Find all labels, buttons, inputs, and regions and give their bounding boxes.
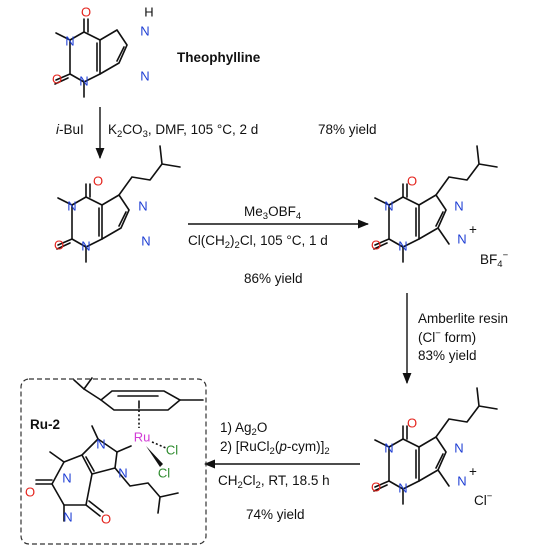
oxygen-atom: O xyxy=(93,173,103,188)
step2-conditions: Me3OBF4 Cl(CH2)2Cl, 105 °C, 1 d 86% yiel… xyxy=(188,204,328,286)
nitrogen-atom: N xyxy=(140,68,149,83)
nitrogen-atom: N xyxy=(63,509,72,524)
nitrogen-atom: N xyxy=(65,33,74,48)
oxygen-atom: O xyxy=(371,479,381,494)
product-box xyxy=(20,378,207,545)
nitrogen-atom: N xyxy=(457,473,466,488)
cation-charge: + xyxy=(469,464,477,479)
oxygen-atom: O xyxy=(407,173,417,188)
step4-conditions: 1) Ag2O 2) [RuCl2(p-cym)]2 CH2Cl2, RT, 1… xyxy=(218,420,330,522)
nitrogen-atom: N xyxy=(454,440,463,455)
oxygen-atom: O xyxy=(81,4,91,19)
nitrogen-atom: N xyxy=(398,480,407,495)
chlorine-atom: Cl xyxy=(166,442,178,457)
svg-text:Amberlite resin: Amberlite resin xyxy=(418,311,508,326)
nitrogen-atom: N xyxy=(81,238,90,253)
counterion-bf4: BF4− xyxy=(480,250,509,270)
nitrogen-atom: N xyxy=(141,233,150,248)
imidazolium-bf4-salt-structure: O N N N + N O BF4− xyxy=(371,145,509,270)
compound-name-ru2: Ru-2 xyxy=(30,417,60,432)
compound-name-theophylline: Theophylline xyxy=(177,50,261,65)
step3-conditions: Amberlite resin (Cl− form) 83% yield xyxy=(418,311,508,363)
hydrogen-atom: H xyxy=(144,4,153,19)
nitrogen-atom: N xyxy=(118,465,127,480)
oxygen-atom: O xyxy=(54,237,64,252)
ru2-complex-structure: Ru-2 Ru Cl Cl N N N N O O xyxy=(25,377,204,526)
step1-yield: 78% yield xyxy=(318,122,377,137)
cation-charge: + xyxy=(469,222,477,237)
ruthenium-atom: Ru xyxy=(134,429,151,444)
nitrogen-atom: N xyxy=(138,198,147,213)
step1-conditions: i-BuI K2CO3, DMF, 105 °C, 2 d 78% yield xyxy=(56,122,377,140)
nitrogen-atom: N xyxy=(454,198,463,213)
svg-text:Me3OBF4: Me3OBF4 xyxy=(244,204,301,222)
svg-text:Cl(CH2)2Cl, 105 °C, 1 d: Cl(CH2)2Cl, 105 °C, 1 d xyxy=(188,233,328,251)
nitrogen-atom: N xyxy=(398,238,407,253)
oxygen-atom: O xyxy=(25,484,35,499)
nitrogen-atom: N xyxy=(140,23,149,38)
nitrogen-atom: N xyxy=(62,470,71,485)
nitrogen-atom: N xyxy=(457,231,466,246)
isobutyl-theophylline-structure: O N N N N O xyxy=(54,145,181,263)
nitrogen-atom: N xyxy=(384,198,393,213)
chlorine-atom: Cl xyxy=(158,465,170,480)
svg-text:(Cl− form): (Cl− form) xyxy=(418,328,476,345)
step2-yield: 86% yield xyxy=(244,271,303,286)
svg-text:1) Ag2O: 1) Ag2O xyxy=(220,420,267,438)
imidazolium-chloride-salt-structure: O N N N + N O Cl− xyxy=(371,387,498,508)
svg-text:i-BuI: i-BuI xyxy=(56,122,84,137)
theophylline-structure: O N H N N N O Theophylline xyxy=(52,4,261,98)
nitrogen-atom: N xyxy=(79,73,88,88)
nitrogen-atom: N xyxy=(96,436,105,451)
step4-yield: 74% yield xyxy=(246,507,305,522)
oxygen-atom: O xyxy=(52,71,62,86)
oxygen-atom: O xyxy=(371,237,381,252)
oxygen-atom: O xyxy=(407,415,417,430)
oxygen-atom: O xyxy=(101,511,111,526)
svg-text:CH2Cl2, RT, 18.5 h: CH2Cl2, RT, 18.5 h xyxy=(218,473,330,491)
nitrogen-atom: N xyxy=(67,198,76,213)
nitrogen-atom: N xyxy=(384,440,393,455)
svg-text:K2CO3, DMF, 105 °C, 2 d: K2CO3, DMF, 105 °C, 2 d xyxy=(108,122,258,140)
counterion-chloride: Cl− xyxy=(474,491,493,508)
svg-text:2) [RuCl2(p-cym)]2: 2) [RuCl2(p-cym)]2 xyxy=(220,439,330,457)
step3-yield: 83% yield xyxy=(418,348,477,363)
